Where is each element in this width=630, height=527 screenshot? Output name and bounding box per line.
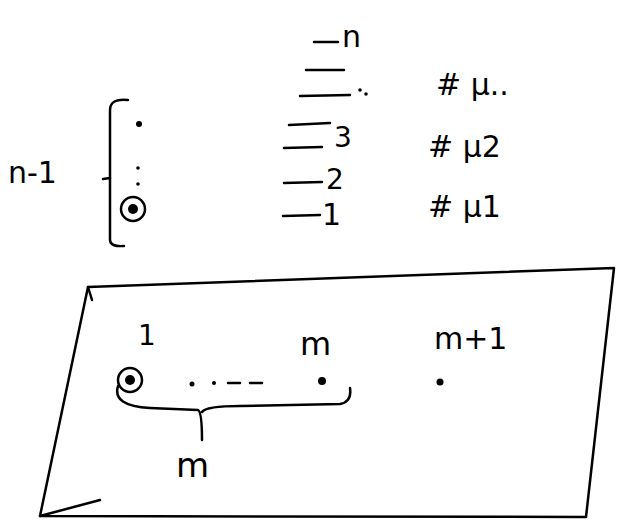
site-dot — [125, 375, 135, 385]
level-line — [283, 215, 320, 216]
circled-site — [118, 368, 142, 392]
site-dot — [212, 381, 216, 385]
particle-dot — [128, 204, 138, 214]
bracket-tick — [103, 178, 110, 179]
site-dot — [190, 382, 195, 387]
level-label: 2 — [326, 166, 344, 194]
site-label: 1 — [138, 322, 156, 350]
level-dot — [364, 92, 368, 96]
level-line — [314, 41, 338, 44]
level-label: 1 — [322, 200, 341, 230]
plane-stroke — [40, 500, 100, 516]
level-line — [289, 123, 330, 125]
level-dot — [358, 88, 362, 92]
count-label: n-1 — [8, 158, 57, 188]
count-label: m — [176, 448, 209, 482]
site-label: m — [300, 328, 331, 360]
bracket — [110, 100, 128, 246]
occupation-label: # μ.. — [436, 70, 509, 100]
level-line — [306, 69, 344, 72]
level-line — [284, 182, 322, 183]
occupation-label: # μ2 — [428, 132, 501, 162]
site-dot — [437, 379, 444, 386]
site-dot — [318, 377, 326, 385]
level-line — [284, 147, 322, 148]
plane-outline — [40, 268, 614, 517]
particle-dot — [136, 182, 140, 186]
plane-stroke — [88, 287, 92, 300]
occupation-label: # μ1 — [428, 192, 501, 222]
ellipsis-dash — [228, 382, 262, 385]
circled-particle — [121, 197, 145, 221]
brace — [117, 386, 350, 440]
particle-dot — [136, 121, 142, 127]
particle-dot — [136, 166, 140, 170]
level-label: 3 — [334, 124, 352, 152]
level-line — [300, 95, 350, 96]
site-label: m+1 — [434, 324, 507, 354]
level-label: n — [342, 22, 361, 52]
